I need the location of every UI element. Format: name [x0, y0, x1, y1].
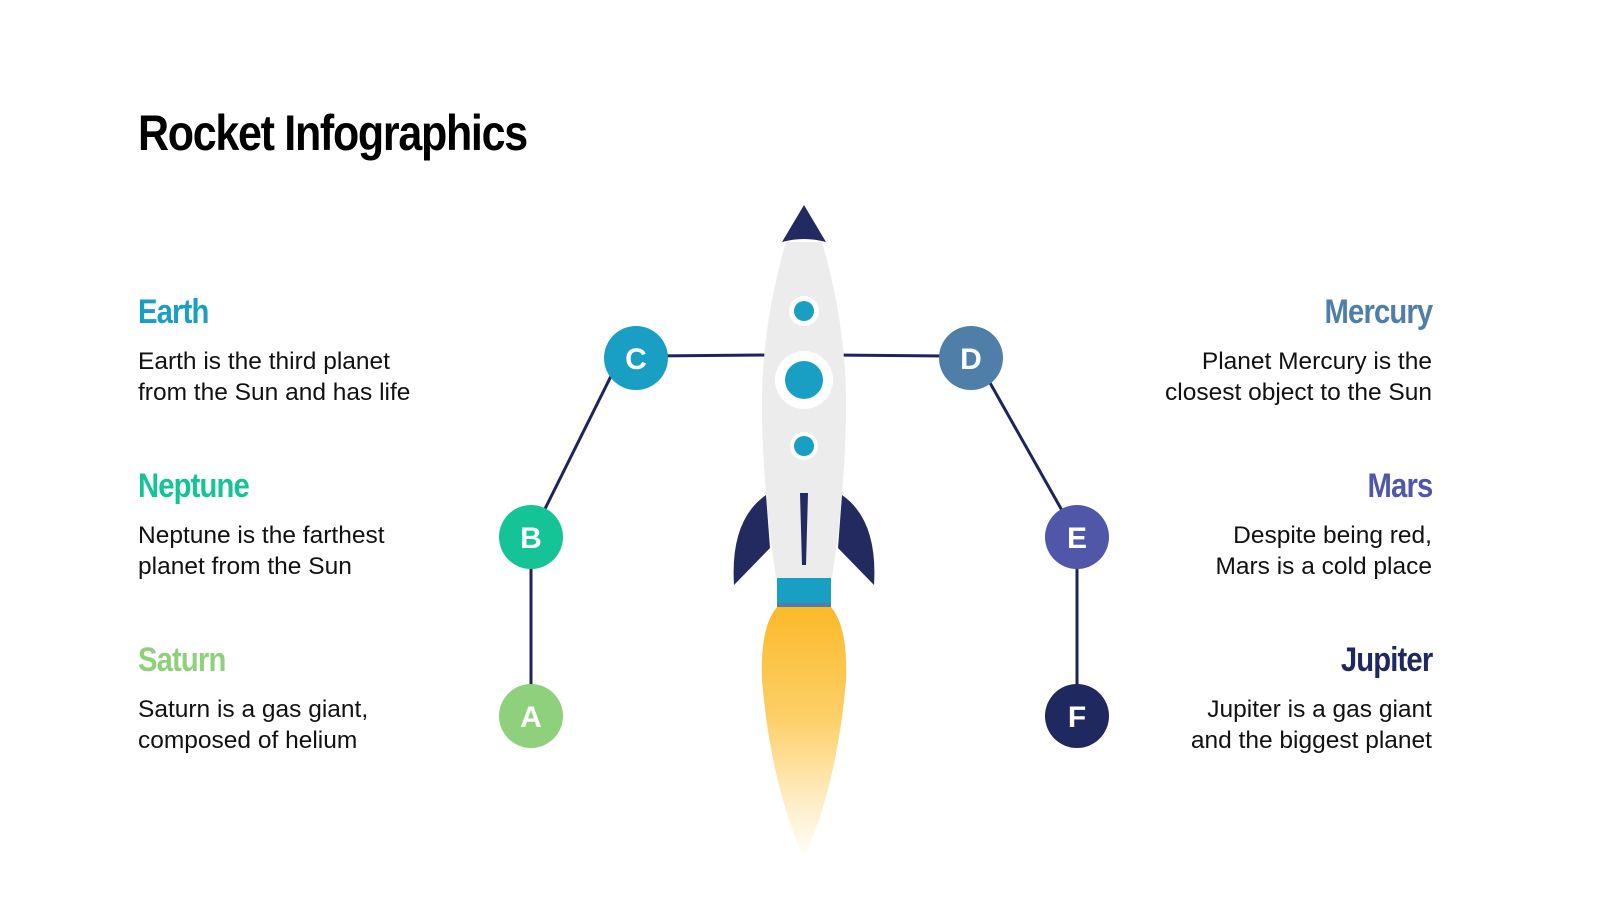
rocket-nose-icon: [782, 205, 826, 242]
item-mars: Mars Despite being red,Mars is a cold pl…: [1102, 466, 1432, 582]
node-b: B: [499, 505, 563, 569]
svg-text:A: A: [520, 701, 542, 734]
rocket-nozzle-rim: [777, 603, 831, 607]
svg-text:B: B: [520, 522, 542, 555]
item-title: Jupiter: [1340, 641, 1433, 679]
svg-text:D: D: [960, 343, 982, 376]
item-description: Saturn is a gas giant,composed of helium: [138, 696, 369, 754]
item-description: Despite being red,Mars is a cold place: [1215, 522, 1432, 580]
item-title: Mercury: [1324, 293, 1433, 331]
rocket-body: [761, 242, 847, 578]
rocket-stripe: [800, 493, 808, 565]
page-title: Rocket Infographics: [138, 105, 528, 161]
item-saturn: Saturn Saturn is a gas giant,composed of…: [138, 640, 468, 756]
svg-text:E: E: [1067, 522, 1087, 555]
item-title: Neptune: [138, 467, 250, 505]
rocket-windows: [775, 296, 833, 460]
rocket-fin-left: [733, 495, 770, 585]
svg-text:C: C: [625, 343, 647, 376]
item-title: Earth: [138, 293, 209, 331]
svg-text:F: F: [1068, 701, 1086, 734]
node-a: A: [499, 684, 563, 748]
item-title: Mars: [1367, 467, 1433, 505]
node-e: E: [1045, 505, 1109, 569]
item-title: Saturn: [138, 641, 226, 679]
node-f: F: [1045, 684, 1109, 748]
rocket-fin-right: [838, 495, 875, 585]
flame-icon: [761, 606, 847, 860]
node-d: D: [939, 326, 1003, 390]
node-c: C: [604, 326, 668, 390]
rocket-nozzle: [777, 578, 831, 603]
